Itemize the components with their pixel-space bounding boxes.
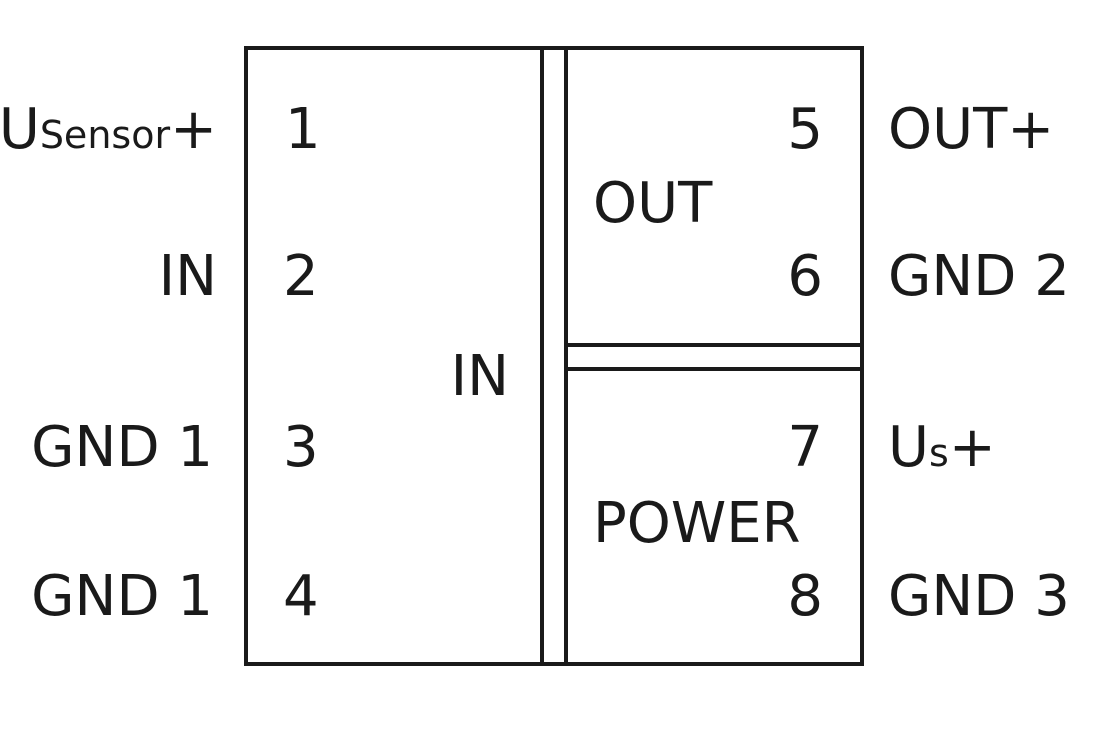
left-label-3: GND 1 (31, 415, 213, 480)
pin-1: 1 (285, 97, 321, 162)
pin-8: 8 (787, 564, 823, 629)
right-label-8: GND 3 (888, 564, 1070, 629)
pin-3: 3 (283, 415, 319, 480)
right-label-7: Us+ (888, 415, 996, 480)
diagram-frame (244, 46, 864, 666)
block-label-out: OUT (593, 171, 713, 236)
outer-box (244, 46, 864, 666)
right-label-6: GND 2 (888, 244, 1070, 309)
pin-6: 6 (787, 244, 823, 309)
left-label-4: GND 1 (31, 564, 213, 629)
right-label-5: OUT+ (888, 97, 1054, 162)
left-label-2: IN (159, 244, 217, 309)
pin-2: 2 (283, 244, 319, 309)
pin-5: 5 (787, 97, 823, 162)
block-label-power: POWER (593, 491, 801, 556)
left-label-1: USensor+ (0, 97, 217, 162)
pin-4: 4 (283, 564, 319, 629)
block-label-in: IN (451, 344, 509, 409)
pin-7: 7 (787, 415, 823, 480)
